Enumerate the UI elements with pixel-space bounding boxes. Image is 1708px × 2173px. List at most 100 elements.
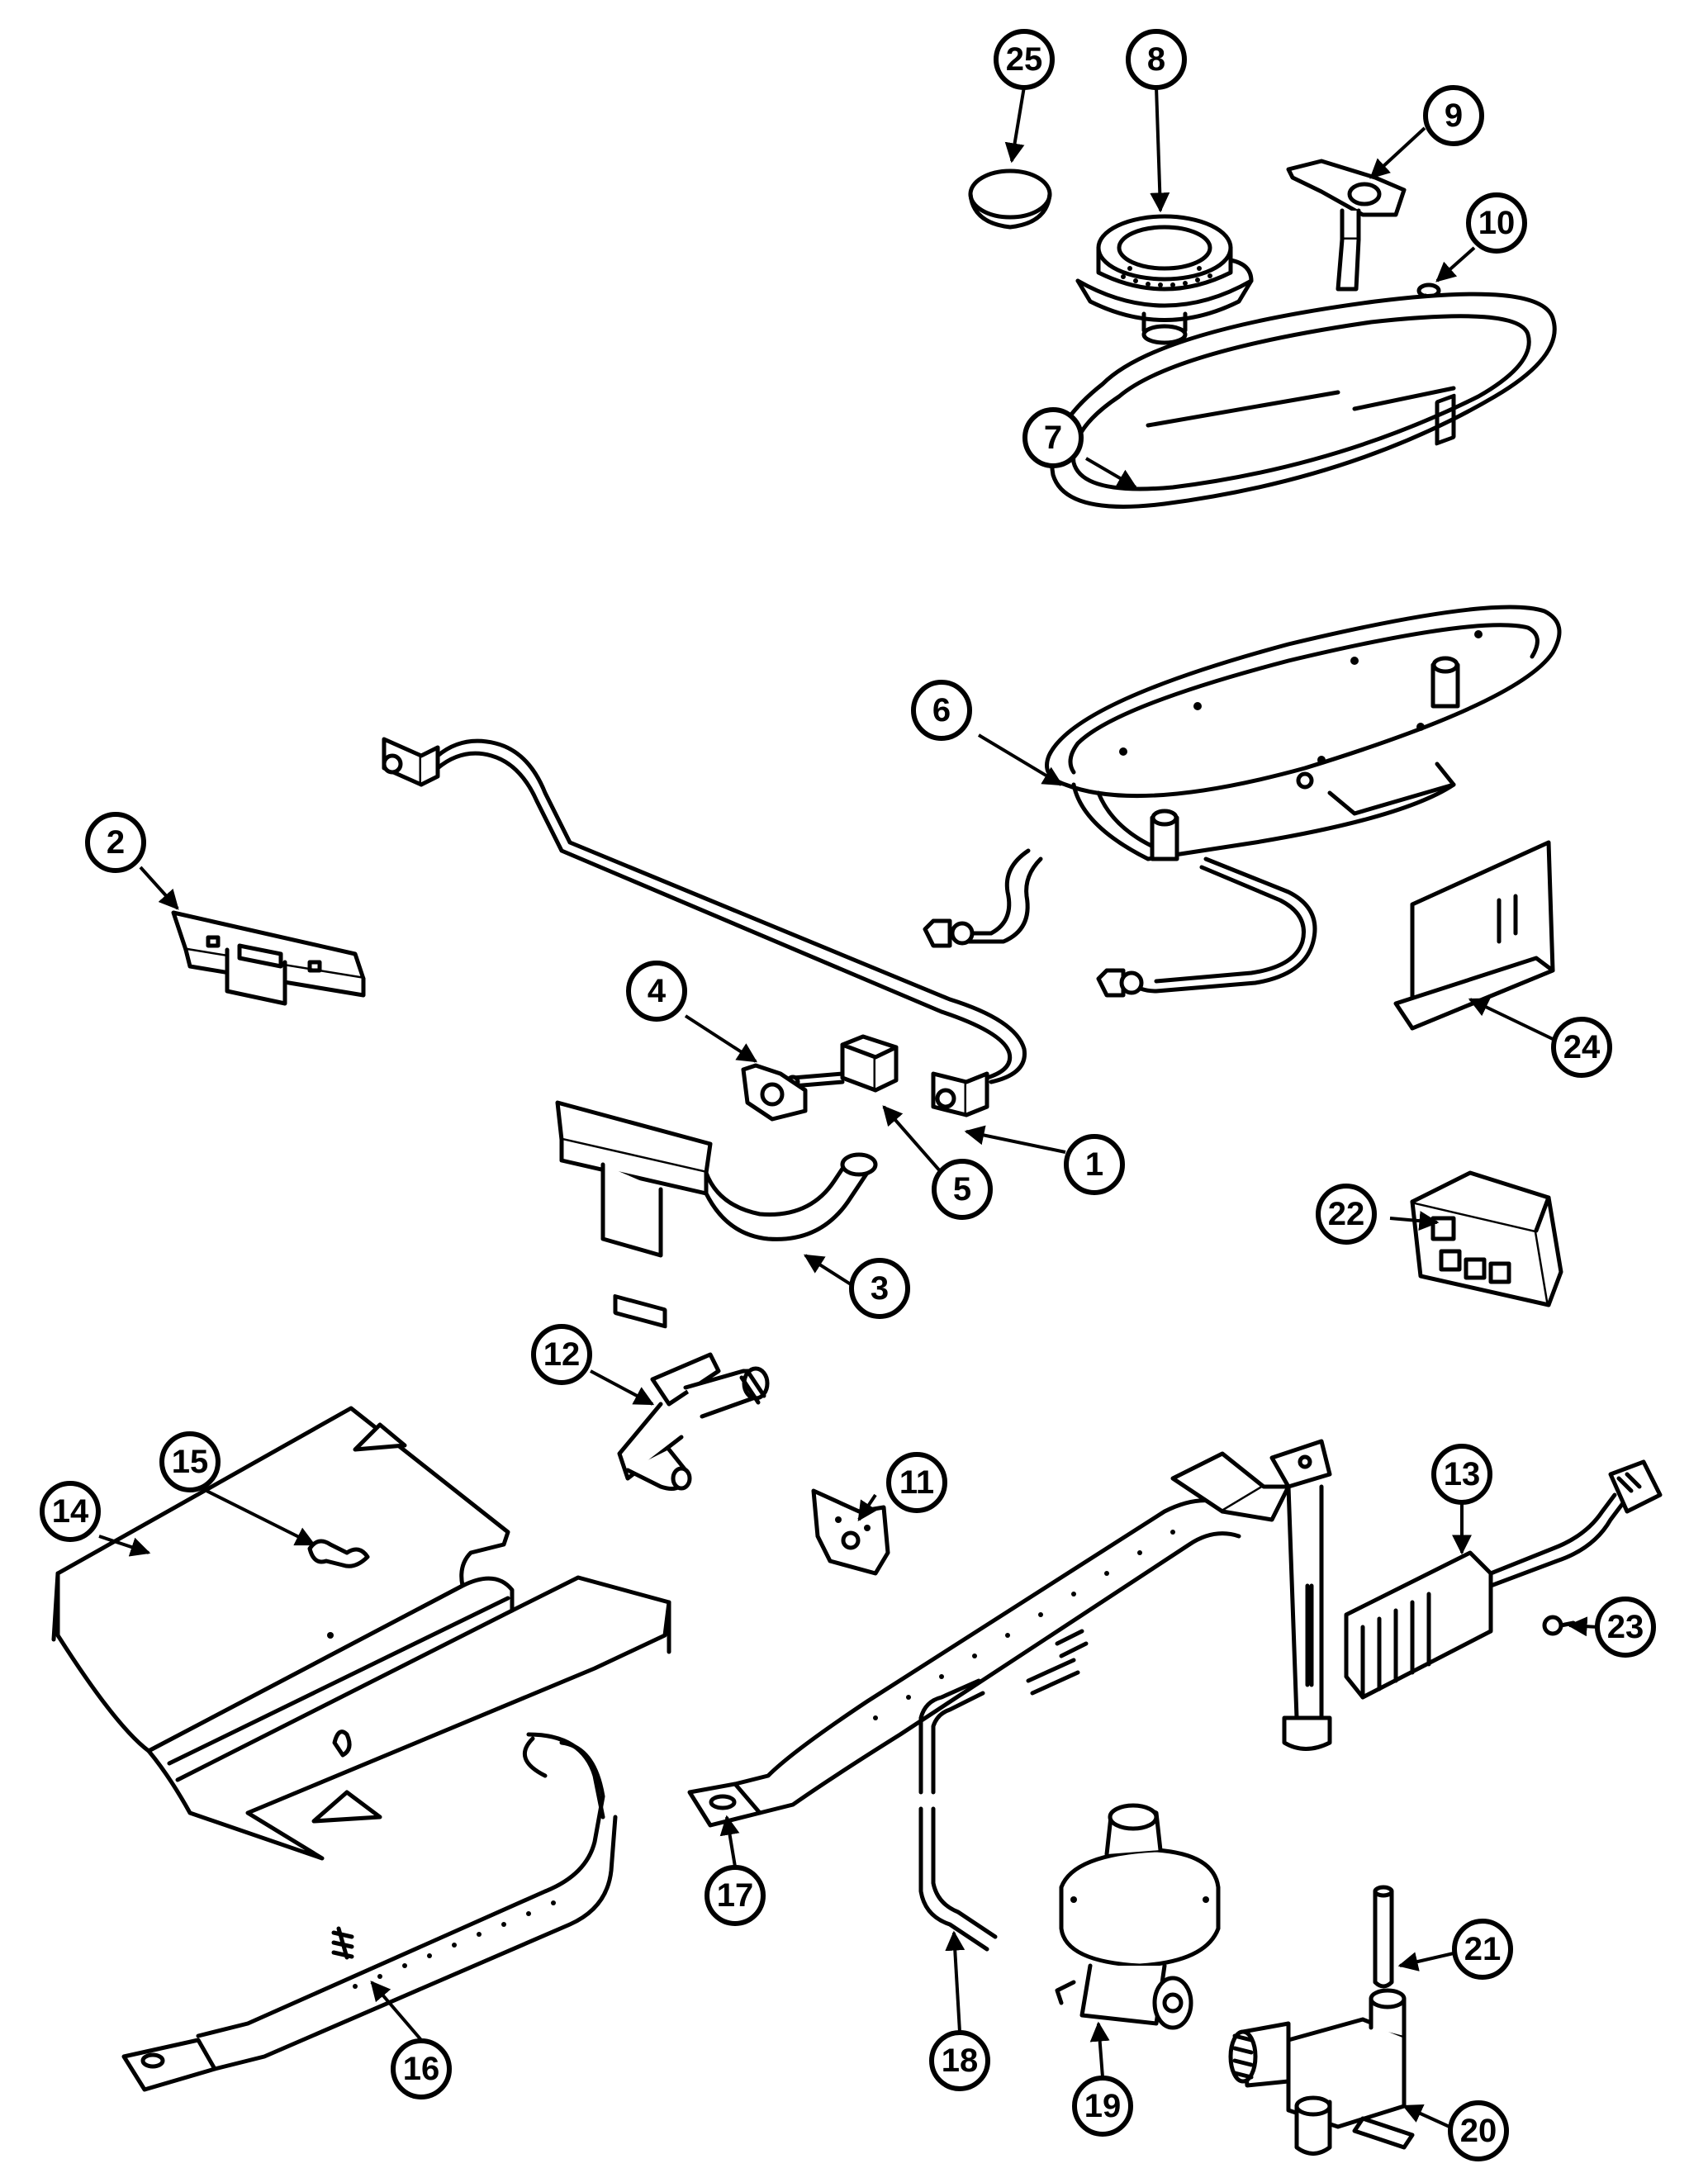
svg-text:21: 21 (1464, 1931, 1502, 1967)
svg-text:1: 1 (1085, 1146, 1103, 1183)
callout-5[interactable]: 5 (932, 1159, 993, 1220)
svg-text:14: 14 (52, 1493, 89, 1530)
svg-text:11: 11 (899, 1464, 934, 1501)
leader-lines (98, 86, 1599, 2128)
part-baffle-14 (51, 1406, 671, 1861)
part-bracket-2 (171, 910, 366, 1006)
leader-19 (1089, 2021, 1110, 2078)
callout-3[interactable]: 3 (849, 1258, 910, 1319)
part-cap-25 (968, 168, 1052, 230)
part-burner-head-8 (1075, 214, 1254, 345)
svg-text:2: 2 (107, 824, 125, 861)
leader-12 (590, 1369, 655, 1406)
part-regulator-19 (1055, 1803, 1221, 2030)
svg-text:20: 20 (1460, 2113, 1497, 2149)
svg-text:16: 16 (403, 2051, 440, 2087)
leader-6 (977, 733, 1064, 786)
part-burner-pan-6 (923, 605, 1562, 998)
callout-17[interactable]: 17 (705, 1865, 766, 1926)
part-bracket-3 (555, 1100, 878, 1329)
svg-text:17: 17 (717, 1877, 754, 1914)
svg-text:23: 23 (1607, 1609, 1644, 1645)
callout-16[interactable]: 16 (391, 2038, 452, 2099)
svg-text:13: 13 (1444, 1456, 1481, 1492)
callouts: 25 8 9 10 7 6 2 24 4 1 5 22 3 12 11 13 1… (40, 29, 1656, 2161)
callout-12[interactable]: 12 (531, 1324, 592, 1385)
callout-14[interactable]: 14 (40, 1481, 101, 1542)
svg-text:4: 4 (648, 973, 667, 1009)
part-electrode-bracket-9 (1286, 159, 1407, 292)
svg-text:8: 8 (1147, 41, 1165, 78)
callout-9[interactable]: 9 (1423, 85, 1484, 146)
callout-18[interactable]: 18 (929, 2030, 990, 2091)
leader-25 (1004, 86, 1026, 164)
part-clip-4 (741, 1063, 808, 1122)
leader-10 (1435, 246, 1476, 282)
svg-text:24: 24 (1563, 1029, 1601, 1065)
leader-21 (1397, 1952, 1454, 1971)
part-tube-21 (1373, 1885, 1394, 1989)
leader-4 (684, 1014, 758, 1063)
part-wingnut-15 (307, 1539, 370, 1568)
burner-ports (1121, 266, 1212, 287)
leader-15 (206, 1489, 316, 1546)
callout-7[interactable]: 7 (1022, 407, 1084, 468)
callout-6[interactable]: 6 (911, 680, 972, 741)
callout-4[interactable]: 4 (626, 961, 687, 1022)
svg-text:5: 5 (953, 1171, 971, 1207)
svg-text:10: 10 (1478, 205, 1516, 241)
leader-1 (964, 1125, 1066, 1154)
leader-22 (1389, 1211, 1440, 1231)
part-bracket-24 (1393, 393, 1555, 1031)
svg-text:3: 3 (871, 1270, 889, 1307)
leader-7 (1084, 457, 1138, 489)
leader-20 (1402, 2104, 1450, 2128)
part-burner-17 (687, 1439, 1332, 1828)
part-screw-23 (1542, 1615, 1576, 1636)
svg-text:15: 15 (172, 1444, 209, 1480)
leader-17 (719, 1815, 740, 1867)
callout-22[interactable]: 22 (1316, 1184, 1377, 1245)
part-bracket-11 (811, 1488, 890, 1576)
callout-19[interactable]: 19 (1072, 2076, 1133, 2137)
part-valve-5 (785, 1034, 899, 1093)
part-module-22 (1410, 1170, 1563, 1307)
part-valve-20 (1228, 1988, 1415, 2156)
callout-23[interactable]: 23 (1595, 1597, 1656, 1658)
callout-13[interactable]: 13 (1431, 1444, 1492, 1505)
svg-text:6: 6 (932, 692, 951, 728)
leader-14 (98, 1535, 151, 1557)
svg-text:25: 25 (1006, 41, 1043, 78)
callout-2[interactable]: 2 (85, 812, 146, 873)
callout-25[interactable]: 25 (994, 29, 1055, 90)
callout-21[interactable]: 21 (1452, 1919, 1513, 1980)
leader-5 (882, 1105, 943, 1174)
part-orifice-12 (617, 1352, 770, 1491)
callout-1[interactable]: 1 (1064, 1134, 1125, 1195)
callout-10[interactable]: 10 (1466, 192, 1527, 254)
part-tube-18 (918, 1629, 1089, 1952)
burner-ports-17 (873, 1530, 1175, 1720)
leader-9 (1369, 126, 1426, 179)
part-burner-16 (121, 1729, 618, 2092)
leader-8 (1150, 86, 1170, 213)
leader-23 (1567, 1616, 1599, 1637)
leader-16 (370, 1981, 423, 2042)
pan-screws (1119, 630, 1483, 764)
part-gasket-7 (1050, 292, 1557, 509)
callout-20[interactable]: 20 (1448, 2100, 1509, 2161)
svg-text:22: 22 (1328, 1196, 1365, 1232)
callout-11[interactable]: 11 (886, 1452, 947, 1513)
svg-text:9: 9 (1445, 97, 1463, 134)
leader-11 (857, 1493, 877, 1521)
callout-24[interactable]: 24 (1551, 1017, 1612, 1078)
svg-text:7: 7 (1044, 420, 1062, 456)
burner-ports-16 (353, 1900, 556, 1989)
part-tube-1 (382, 737, 1027, 1117)
callout-15[interactable]: 15 (159, 1431, 221, 1492)
callout-8[interactable]: 8 (1126, 29, 1187, 90)
svg-text:19: 19 (1084, 2088, 1122, 2124)
leader-24 (1468, 998, 1554, 1041)
leader-3 (803, 1254, 852, 1286)
